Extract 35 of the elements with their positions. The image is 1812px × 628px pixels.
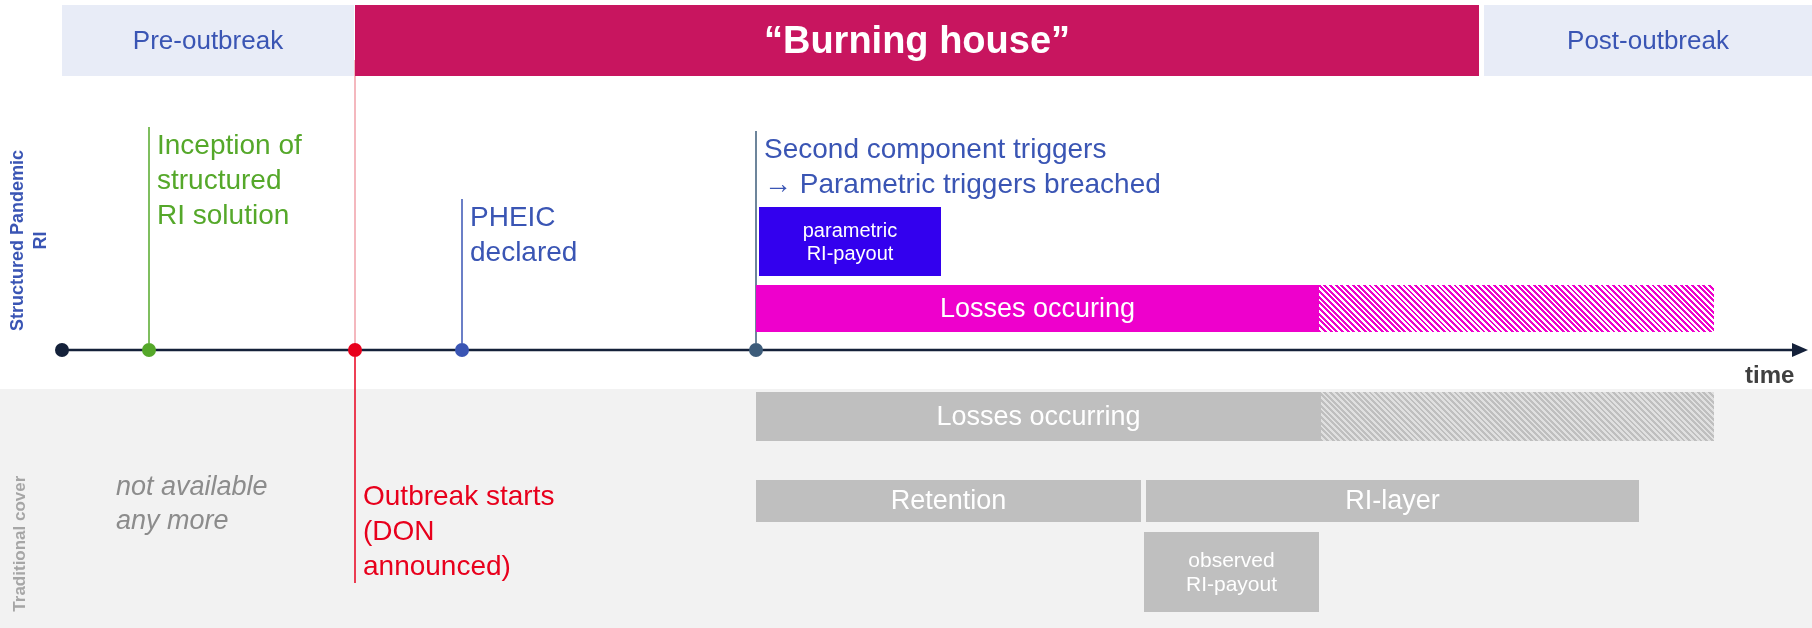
row-label: Structured Pandemic RI (5, 148, 50, 333)
leader-line (755, 130, 757, 344)
phase-label: “Burning house” (763, 18, 1071, 63)
timeline-dot (348, 343, 362, 357)
timeline-dot (455, 343, 469, 357)
layer-bar (1146, 480, 1639, 522)
event-label: → Parametric triggers breached (764, 167, 1162, 201)
losses-bar (756, 392, 1714, 441)
bar-label: parametric RI-payout (801, 218, 899, 265)
bar-label: observed RI-payout (1184, 547, 1278, 597)
row-label: Traditional cover (9, 474, 31, 614)
payout-bar (759, 207, 941, 276)
bar-label: Retention (890, 485, 1007, 517)
leader-line (148, 126, 150, 344)
losses-bar (756, 285, 1714, 332)
event-label: Outbreak starts (DON announced) (363, 479, 556, 583)
leader-line (354, 356, 356, 584)
timeline-dot (749, 343, 763, 357)
bar-label: Losses occuring (939, 292, 1136, 324)
phase-band (62, 5, 354, 76)
phase-band (355, 5, 1479, 76)
note: not available any more (116, 470, 269, 537)
phase-label: Pre-outbreak (132, 25, 284, 56)
event-label: Inception of structured RI solution (157, 128, 303, 232)
event-label: PHEIC declared (470, 200, 579, 269)
phase-label: Post-outbreak (1567, 25, 1729, 56)
retention-bar (756, 480, 1141, 522)
bar-label: RI-layer (1345, 485, 1440, 517)
bar-label: Losses occurring (936, 400, 1141, 432)
event-label: Second component triggers (764, 132, 1108, 166)
timeline-dot (55, 343, 69, 357)
timeline-dot (142, 343, 156, 357)
axis-label: time (1745, 360, 1795, 390)
payout-bar (1144, 532, 1319, 612)
leader-line (461, 198, 463, 344)
